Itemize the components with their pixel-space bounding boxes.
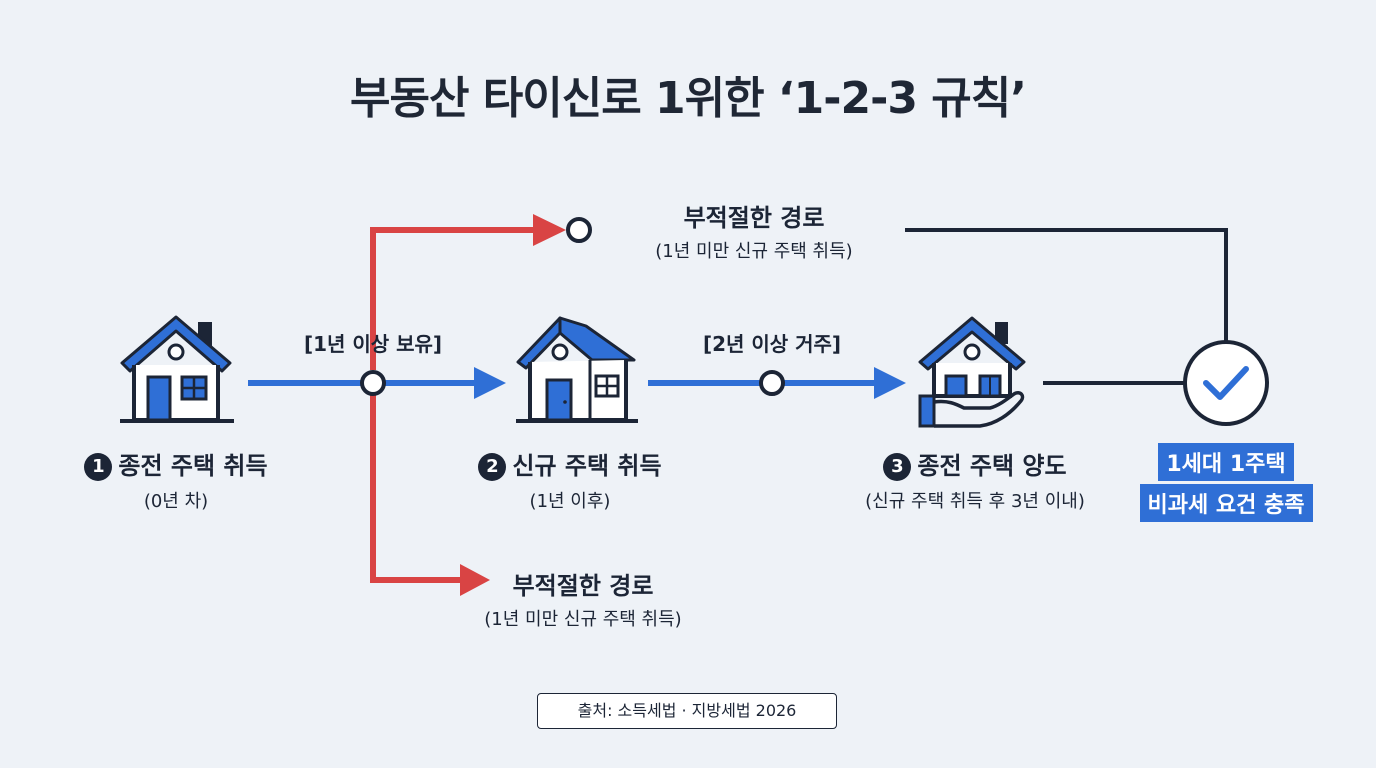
result-badge: 1세대 1주택 비과세 요건 충족 (1128, 443, 1324, 525)
step-3-sub: (신규 주택 취득 후 3년 이내) (865, 491, 1085, 512)
reside-label: [2년 이상 거주] (702, 332, 842, 356)
house-in-hand-icon (918, 316, 1026, 428)
bad-path-top-label: 부적절한 경로 (1년 미만 신규 주택 취득) (594, 198, 914, 263)
hold-label: [1년 이상 보유] (303, 332, 443, 356)
hold-node (360, 370, 386, 396)
source-label: 출처: 소득세법 · 지방세법 2026 (537, 693, 837, 729)
bad-path-top-node (566, 217, 592, 243)
step-1-sub: (0년 차) (143, 491, 209, 512)
step-1-title: 종전 주택 취득 (118, 452, 268, 480)
bad-path-top-line (370, 214, 566, 370)
bad-path-bottom-label: 부적절한 경로 (1년 미만 신규 주택 취득) (428, 566, 738, 631)
bad-path-top-title: 부적절한 경로 (683, 204, 825, 232)
bad-path-bottom-title: 부적절한 경로 (512, 572, 654, 600)
page-title: 부동산 타이신로 1위한 ‘1-2-3 규칙’ (350, 73, 1027, 124)
bad-path-bottom-sub: (1년 미만 신규 주택 취득) (484, 609, 682, 630)
reside-node (759, 370, 785, 396)
step-2-number: 2 (478, 453, 507, 481)
bad-path-bottom-line (370, 394, 490, 596)
check-circle-icon (1183, 340, 1269, 426)
top-to-result-line (905, 228, 1228, 341)
step-2-sub: (1년 이후) (529, 491, 611, 512)
step-2-title: 신규 주택 취득 (512, 452, 662, 480)
result-line-2: 비과세 요건 충족 (1139, 484, 1313, 522)
result-line-1: 1세대 1주택 (1158, 443, 1294, 481)
house-icon (516, 316, 638, 423)
step-3-title: 종전 주택 양도 (917, 452, 1067, 480)
step-1-number: 1 (84, 453, 113, 481)
house-icon (120, 315, 234, 423)
step-3-number: 3 (883, 453, 912, 481)
bad-path-top-sub: (1년 미만 신규 주택 취득) (655, 241, 853, 262)
